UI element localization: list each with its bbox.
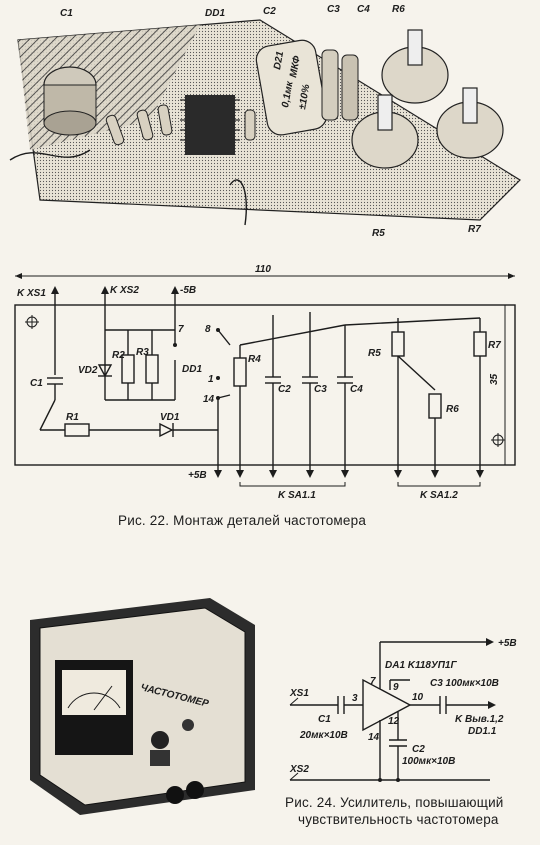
amp-pin-3: 3 <box>352 693 358 704</box>
capacitor-print-3: 0,1мк <box>280 80 296 109</box>
capacitor-print-4: ±10% <box>297 83 312 110</box>
amplifier-labels: +5B DA1 K118УП1Г XS1 XS2 C1 20мк×10B C2 … <box>289 638 517 775</box>
photo-label-dd1: DD1 <box>205 8 225 19</box>
label-c4: C4 <box>350 384 363 395</box>
photo-label-r7: R7 <box>468 224 481 235</box>
amp-c3: C3 100мк×10B <box>430 678 499 689</box>
amplifier-schematic <box>289 638 496 782</box>
amp-ic: DA1 K118УП1Г <box>385 660 457 671</box>
connector-xs1: K XS1 <box>17 288 46 299</box>
label-vd1: VD1 <box>160 412 180 423</box>
amp-pin-7: 7 <box>370 676 376 687</box>
amp-c1-value: 20мк×10B <box>299 730 348 741</box>
connector-xs2: K XS2 <box>110 285 139 296</box>
dimension-width: 110 <box>255 264 271 275</box>
label-r6: R6 <box>446 404 459 415</box>
switch-sa11: K SA1.1 <box>278 490 316 501</box>
label-r5: R5 <box>368 348 381 359</box>
capacitor-print-2: МКФ <box>288 55 303 79</box>
amp-pin-12: 12 <box>388 716 400 727</box>
wiring-schematic <box>14 273 516 487</box>
label-vd2: VD2 <box>78 365 98 376</box>
amp-supply: +5B <box>498 638 517 649</box>
switch-sa12: K SA1.2 <box>420 490 458 501</box>
dimension-height: 35 <box>489 373 500 385</box>
label-r7: R7 <box>488 340 501 351</box>
capacitor-print-1: D21 <box>272 50 286 70</box>
caption-fig22: Рис. 22. Монтаж деталей частотомера <box>118 513 367 528</box>
label-c1: C1 <box>30 378 43 389</box>
amp-output-2: DD1.1 <box>468 726 497 737</box>
label-c3: C3 <box>314 384 327 395</box>
device-photo: ЧАСТОТОМЕР <box>30 598 255 815</box>
amp-input-xs1: XS1 <box>289 688 309 699</box>
caption-fig24-line1: Рис. 24. Усилитель, повышающий <box>285 795 504 810</box>
amp-pin-14: 14 <box>368 732 380 743</box>
label-r1: R1 <box>66 412 79 423</box>
photo-label-r6: R6 <box>392 4 405 15</box>
amp-pin-9: 9 <box>393 682 399 693</box>
photo-labels: C1 DD1 C2 C3 C4 R6 R5 R7 <box>60 4 481 239</box>
amp-c2-value: 100мк×10B <box>402 756 455 767</box>
amp-output-1: K Выв.1,2 <box>455 714 504 725</box>
schematic-labels: 110 35 K XS1 K XS2 -5B +5B C1 VD2 R2 R3 … <box>17 264 501 501</box>
amp-c1-name: C1 <box>318 714 331 725</box>
pin-8: 8 <box>205 324 211 335</box>
caption-fig24-line2: чувствительность частотомера <box>298 812 499 827</box>
amp-pin-10: 10 <box>412 692 424 703</box>
label-r3: R3 <box>136 347 149 358</box>
photo-label-c2: C2 <box>263 6 276 17</box>
pin-1: 1 <box>208 374 214 385</box>
label-c2: C2 <box>278 384 291 395</box>
photo-label-c1: C1 <box>60 8 73 19</box>
label-dd1: DD1 <box>182 364 202 375</box>
board-photo: D21 МКФ 0,1мк ±10% <box>9 19 521 226</box>
amp-input-xs2: XS2 <box>289 764 309 775</box>
photo-label-r5: R5 <box>372 228 385 239</box>
connector-plus5: +5B <box>188 470 207 481</box>
pin-14: 14 <box>203 394 215 405</box>
photo-label-c4: C4 <box>357 4 370 15</box>
pin-7: 7 <box>178 324 184 335</box>
connector-minus5: -5B <box>180 285 196 296</box>
label-r2: R2 <box>112 350 125 361</box>
amp-c2-name: C2 <box>412 744 425 755</box>
label-r4: R4 <box>248 354 261 365</box>
photo-label-c3: C3 <box>327 4 340 15</box>
